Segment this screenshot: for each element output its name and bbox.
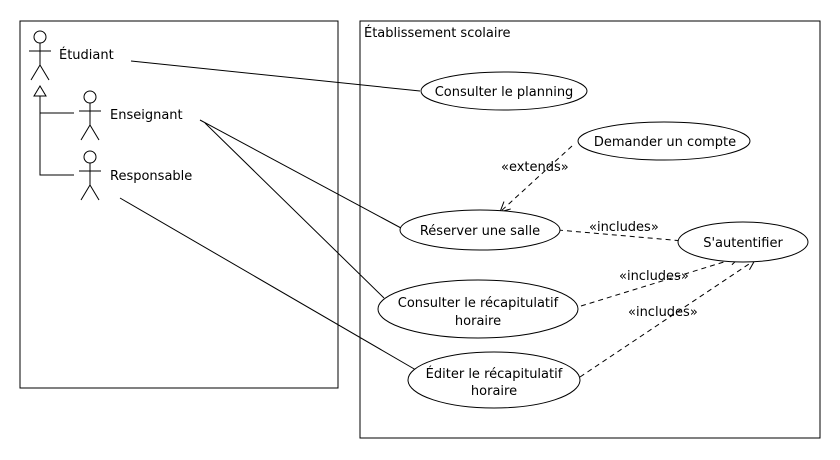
includes-label-editer: «includes» [628,305,698,320]
includes-label-consulter: «includes» [619,269,689,284]
use-case-label: Demander un compte [594,135,736,150]
actor-label-etudiant: Étudiant [59,47,114,63]
actors-frame [19,20,339,389]
use-case-label-line-2: horaire [471,384,517,399]
association-enseignant-reserver [199,119,402,229]
actor-head [83,150,97,164]
use-case-sautentifier[interactable]: S'autentifier [677,221,809,263]
use-case-consulter-planning[interactable]: Consulter le planning [420,71,588,111]
system-name: Établissement scolaire [364,25,511,41]
system-boundary [359,20,821,439]
includes-arrow-consulter [580,257,740,307]
association-responsable-editer [119,197,417,371]
includes-label-reserver: «includes» [589,220,659,235]
generalization-line-responsable [39,88,74,176]
actor-enseignant[interactable]: Enseignant [79,90,183,141]
actor-label-responsable: Responsable [110,169,192,184]
use-case-demander-compte[interactable]: Demander un compte [577,121,751,161]
includes-arrow-reserver [557,229,695,242]
use-case-label: Consulter le planning [435,85,574,100]
use-case-reserver-salle[interactable]: Réserver une salle [399,209,561,251]
use-case-editer-recapitulatif[interactable]: Éditer le récapitulatif horaire [407,351,581,409]
actor-head [33,30,47,44]
actor-head [83,90,97,104]
actor-label-enseignant: Enseignant [110,108,183,123]
actor-etudiant[interactable]: Étudiant [29,30,114,81]
association-enseignant-consulter [204,122,385,299]
use-case-label: S'autentifier [703,236,783,251]
extends-arrow [500,145,573,212]
use-case-label: Réserver une salle [420,224,540,239]
actor-responsable[interactable]: Responsable [79,150,192,201]
use-case-consulter-recapitulatif[interactable]: Consulter le récapitulatif horaire [377,279,579,339]
use-case-label-line-1: Éditer le récapitulatif [426,366,563,382]
extends-label: «extends» [501,160,569,175]
use-case-label-line-2: horaire [455,314,501,329]
association-etudiant-planning [130,60,421,92]
generalization-triangle [33,85,47,97]
use-case-label-line-1: Consulter le récapitulatif [398,296,559,311]
includes-arrow-editer [579,260,755,378]
